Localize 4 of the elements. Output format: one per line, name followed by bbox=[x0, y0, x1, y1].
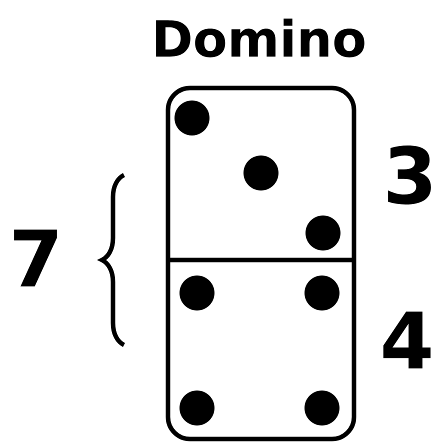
label: 4 bbox=[383, 312, 431, 368]
diagram-title: Domino bbox=[156, 18, 364, 58]
label: 7 bbox=[14, 230, 57, 286]
label: 3 bbox=[388, 146, 431, 204]
